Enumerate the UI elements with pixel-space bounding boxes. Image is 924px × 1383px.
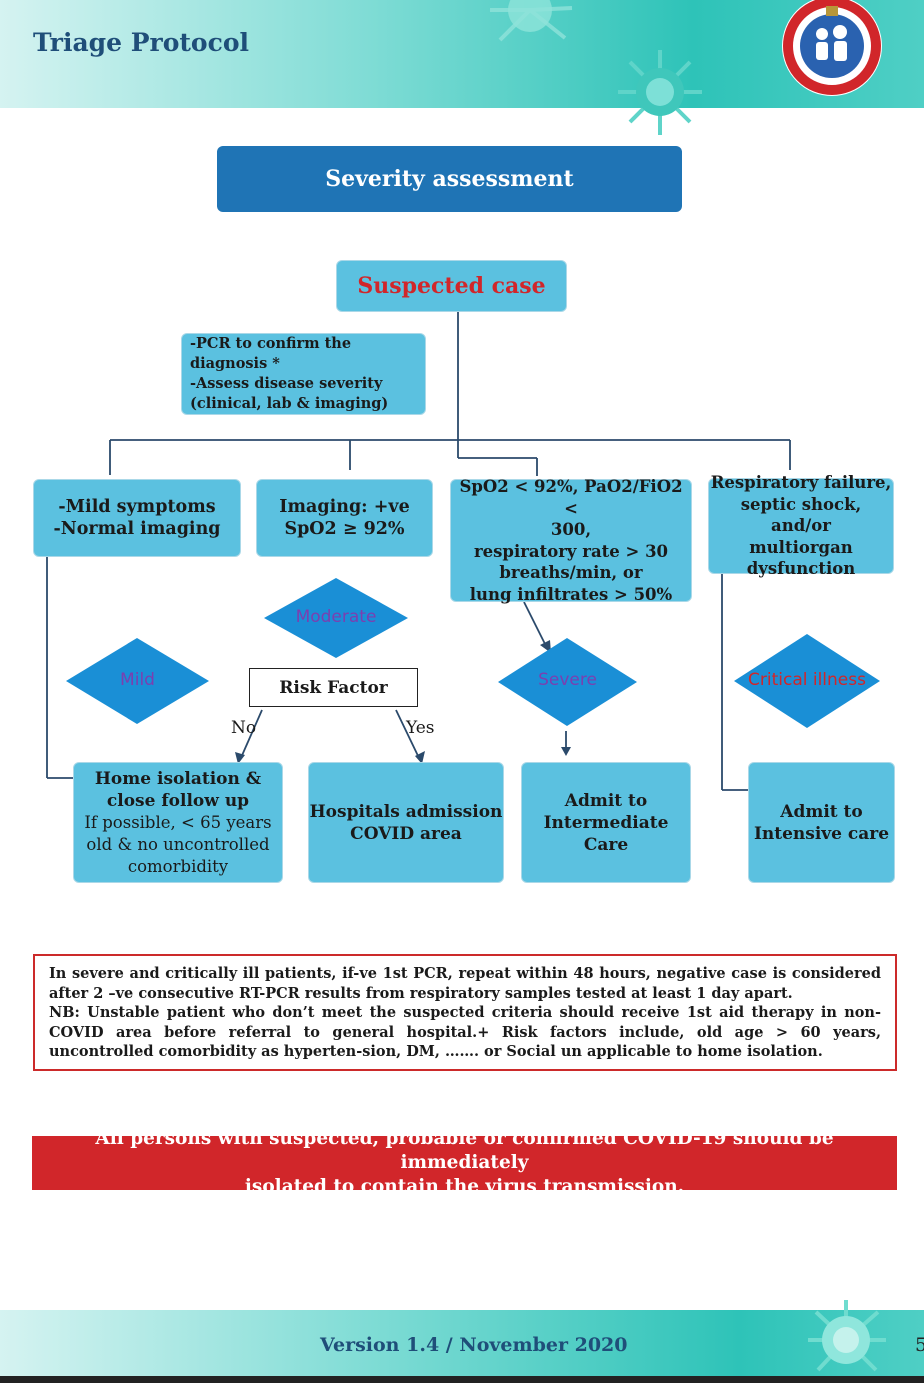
severe-criteria-line: respiratory rate > 30 (473, 541, 669, 561)
virus-icon (618, 50, 702, 135)
diamond-severe-label: Severe (538, 670, 597, 690)
intensive-line: Intensive care (753, 823, 890, 844)
note-unstable-patient: NB: Unstable patient who don’t meet the … (49, 1004, 881, 1060)
hospital-line: Hospitals admission (309, 801, 503, 822)
diamond-critical-label: Critical illness (748, 670, 866, 690)
intermediate-line: Admit to (564, 790, 648, 811)
isolation-warning-banner: All persons with suspected, probable or … (32, 1128, 897, 1197)
home-title-line: close follow up (106, 790, 250, 811)
banner-line: All persons with suspected, probable or … (95, 1128, 834, 1173)
severe-criteria-line: SpO2 < 92%, PaO2/FiO2 < (459, 477, 683, 518)
diamond-mild (66, 638, 209, 724)
home-title-line: Home isolation & (94, 768, 262, 789)
home-detail-line: old & no uncontrolled (86, 834, 270, 854)
diamond-critical (734, 634, 880, 728)
intermediate-line: Intermediate Care (543, 812, 669, 855)
branch-no-label: No (231, 718, 257, 738)
branch-yes-label: Yes (406, 718, 435, 738)
outcome-hospital-admission: Hospitals admission COVID area (308, 762, 504, 883)
severe-criteria-line: breaths/min, or (499, 563, 643, 582)
page-title: Triage Protocol (33, 28, 250, 57)
footer-virus-icon (808, 1300, 886, 1372)
risk-factor-box: Risk Factor (249, 668, 418, 707)
home-detail-line: If possible, < 65 years (84, 812, 272, 832)
severity-assessment-header: Severity assessment (217, 146, 682, 212)
outcome-home-isolation: Home isolation & close follow up If poss… (73, 762, 283, 883)
critical-criteria-box: Respiratory failure, septic shock, and/o… (708, 473, 894, 578)
moderate-criteria-line: SpO2 ≥ 92% (284, 519, 405, 539)
diagnosis-steps-box: -PCR to confirm the diagnosis * -Assess … (181, 333, 426, 415)
mild-criteria-line: -Mild symptoms (58, 497, 216, 517)
outcome-intermediate-care: Admit to Intermediate Care (521, 762, 691, 883)
suspected-case-box: Suspected case (336, 260, 567, 312)
step-methods: (clinical, lab & imaging) (190, 395, 389, 412)
suspected-case-label: Suspected case (357, 273, 546, 299)
diamond-severe (498, 638, 637, 726)
virus-decoration-icon (490, 0, 573, 42)
mild-criteria-line: -Normal imaging (53, 519, 221, 539)
outcome-intensive-care: Admit to Intensive care (748, 762, 895, 883)
severe-criteria-box: SpO2 < 92%, PaO2/FiO2 < 300, respiratory… (450, 477, 692, 604)
hospital-line: COVID area (350, 823, 462, 844)
diamond-mild-label: Mild (120, 670, 155, 690)
note-pcr-repeat: In severe and critically ill patients, i… (49, 965, 881, 1002)
diamond-moderate-label: Moderate (295, 607, 377, 627)
diamond-moderate (264, 578, 408, 658)
ministry-logo-icon (782, 0, 882, 96)
critical-criteria-line: dysfunction (746, 559, 856, 579)
critical-criteria-line: multiorgan (749, 537, 853, 557)
footer-band (0, 1310, 924, 1376)
step-pcr: -PCR to confirm the diagnosis * (190, 335, 352, 372)
version-label: Version 1.4 / November 2020 (320, 1334, 628, 1356)
page-number: 5 (915, 1334, 924, 1356)
header-band (0, 0, 924, 108)
banner-line: isolated to contain the virus transmissi… (244, 1176, 685, 1197)
mild-criteria-box: -Mild symptoms -Normal imaging (33, 479, 241, 557)
intensive-line: Admit to (780, 801, 863, 822)
clinical-note-box: In severe and critically ill patients, i… (33, 954, 897, 1071)
critical-criteria-line: Respiratory failure, (710, 473, 892, 493)
critical-criteria-line: septic shock, and/or (740, 494, 862, 536)
home-detail-line: comorbidity (127, 856, 229, 876)
moderate-criteria-line: Imaging: +ve (279, 497, 410, 517)
moderate-criteria-box: Imaging: +ve SpO2 ≥ 92% (256, 479, 433, 557)
severe-criteria-line: lung infiltrates > 50% (469, 584, 673, 604)
bottom-edge (0, 1376, 924, 1383)
severe-criteria-line: 300, (550, 520, 592, 539)
step-assess: -Assess disease severity (190, 375, 383, 392)
